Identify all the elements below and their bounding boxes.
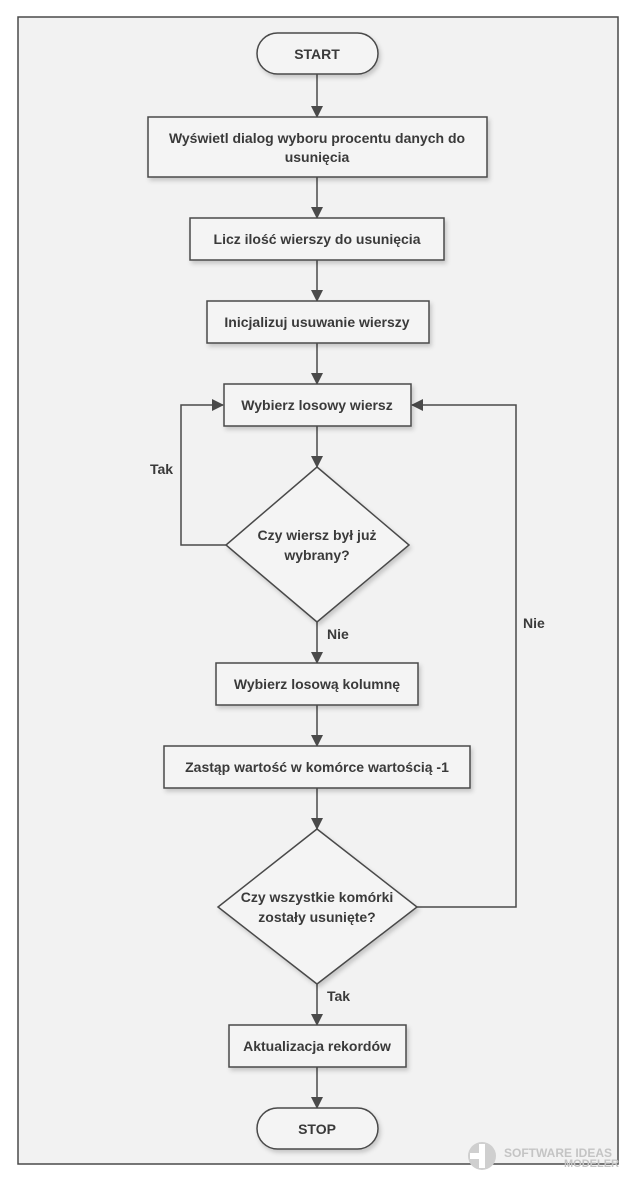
stop-label: STOP [298,1121,336,1137]
row-chosen-decision[interactable] [224,466,411,623]
row-chosen-label-line2: wybrany? [283,547,349,563]
row-chosen-label-line1: Czy wiersz był już [257,527,376,543]
pick-column-label: Wybierz losową kolumnę [234,676,400,692]
software-ideas-logo-icon [468,1142,496,1170]
nodes [147,32,488,1150]
stop-terminator[interactable] [256,1107,379,1150]
pick-column-process[interactable] [215,662,419,706]
show-dialog-label-line2: usunięcia [285,149,350,165]
edge-label-nie-down: Nie [327,626,349,642]
start-label: START [294,46,340,62]
show-dialog-process[interactable] [147,116,488,178]
all-removed-decision[interactable] [216,828,419,985]
edge-label-tak-down: Tak [327,988,350,1004]
start-terminator[interactable] [256,32,379,75]
count-rows-process[interactable] [189,217,445,261]
replace-value-label: Zastąp wartość w komórce wartością -1 [185,759,449,775]
edge-label-tak-loop: Tak [150,461,173,477]
init-removal-label: Inicjalizuj usuwanie wierszy [224,314,409,330]
pick-row-process[interactable] [223,383,412,427]
pick-row-label: Wybierz losowy wiersz [241,397,392,413]
watermark: SOFTWARE IDEAS MODELER [468,1142,619,1170]
count-rows-label: Licz ilość wierszy do usunięcia [214,231,421,247]
edge-decision2-no-loop [411,399,517,908]
all-removed-label-line2: zostały usunięte? [258,909,375,925]
watermark-line2: MODELER [564,1158,619,1170]
update-records-process[interactable] [228,1024,407,1068]
edge-decision1-yes-loop [180,399,226,546]
all-removed-label-line1: Czy wszystkie komórki [241,889,394,905]
show-dialog-label-line1: Wyświetl dialog wyboru procentu danych d… [169,130,465,146]
edges [180,74,517,1109]
update-records-label: Aktualizacja rekordów [243,1038,391,1054]
edge-label-nie-loop: Nie [523,615,545,631]
watermark-line1: SOFTWARE IDEAS [504,1146,612,1160]
replace-value-process[interactable] [163,745,471,789]
init-removal-process[interactable] [206,300,430,344]
